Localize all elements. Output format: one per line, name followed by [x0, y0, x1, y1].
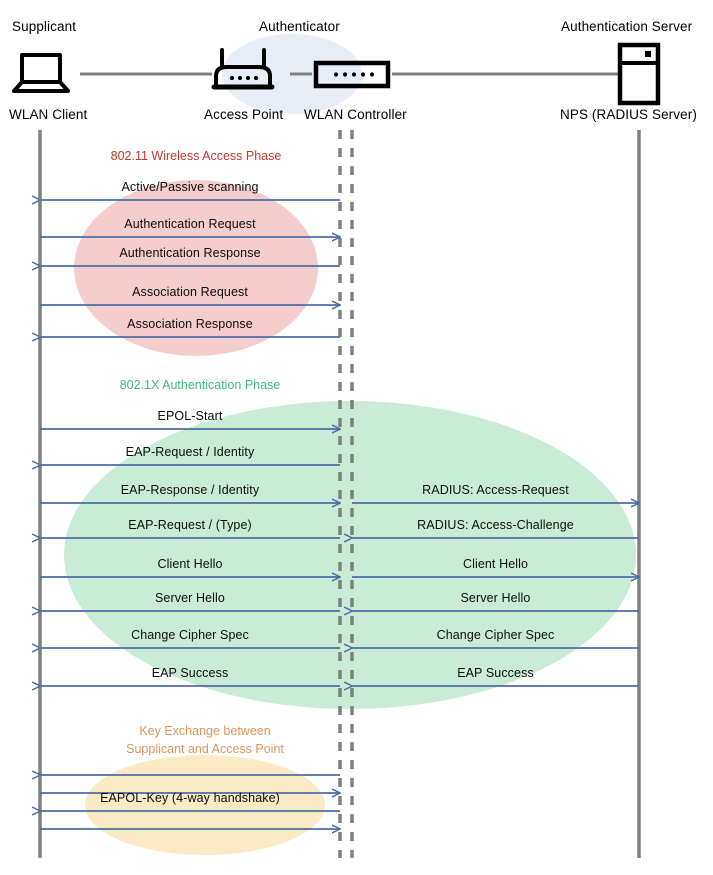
dot1x-auth-phase-ellipse	[64, 401, 636, 709]
phase-label-key-exchange-line1: Key Exchange between	[139, 724, 271, 738]
access-point-led-dots	[229, 75, 259, 81]
message-label-change-cipher-spec: Change Cipher Spec	[131, 628, 249, 642]
message-label-authentication-request: Authentication Request	[124, 217, 256, 231]
message-label-association-request: Association Request	[132, 285, 248, 299]
actor-role-auth-server: Authentication Server	[561, 19, 693, 34]
server-icon	[617, 42, 661, 106]
key-exchange-phase-ellipse	[85, 755, 325, 855]
actor-device-access-point: Access Point	[204, 107, 284, 122]
phase-label-key-exchange-line2: Supplicant and Access Point	[126, 742, 284, 756]
message-label-authentication-response: Authentication Response	[119, 246, 261, 260]
message-label-right-eap-success: EAP Success	[457, 666, 534, 680]
message-label-right-radius:-access-challenge: RADIUS: Access-Challenge	[417, 518, 574, 532]
actor-device-wlan-controller: WLAN Controller	[304, 107, 407, 122]
message-label-right-change-cipher-spec: Change Cipher Spec	[436, 628, 555, 642]
message-label-eap-response-identity: EAP-Response / Identity	[120, 483, 260, 497]
access-point-icon	[211, 48, 275, 90]
message-label-right-client-hello: Client Hello	[462, 557, 529, 571]
phase-label-wireless-access: 802.11 Wireless Access Phase	[110, 149, 282, 163]
message-label-epol-start: EPOL-Start	[157, 409, 223, 423]
message-arrows	[40, 200, 639, 829]
message-label-right-server-hello: Server Hello	[460, 591, 531, 605]
message-label-association-response: Association Response	[127, 317, 253, 331]
actor-device-nps: NPS (RADIUS Server)	[560, 107, 697, 122]
laptop-icon	[12, 53, 70, 93]
actor-role-supplicant: Supplicant	[12, 19, 77, 34]
message-label-eapol-key-4-way-handshake: EAPOL-Key (4-way handshake)	[100, 791, 280, 805]
message-label-right-radius:-access-request: RADIUS: Access-Request	[422, 483, 569, 497]
message-label-server-hello: Server Hello	[155, 591, 225, 605]
wireless-access-phase-ellipse	[74, 180, 318, 356]
message-label-eap-success: EAP Success	[151, 666, 229, 680]
phase-label-dot1x: 802.1X Authentication Phase	[119, 378, 281, 392]
wlan-controller-icon	[313, 60, 391, 89]
message-label-active-passive-scanning: Active/Passive scanning	[121, 180, 259, 194]
message-label-eap-request-type: EAP-Request / (Type)	[128, 518, 252, 532]
message-label-client-hello: Client Hello	[157, 557, 223, 571]
message-label-eap-request-identity: EAP-Request / Identity	[125, 445, 255, 459]
actor-device-wlan-client: WLAN Client	[9, 107, 88, 122]
actor-role-authenticator: Authenticator	[259, 19, 340, 34]
